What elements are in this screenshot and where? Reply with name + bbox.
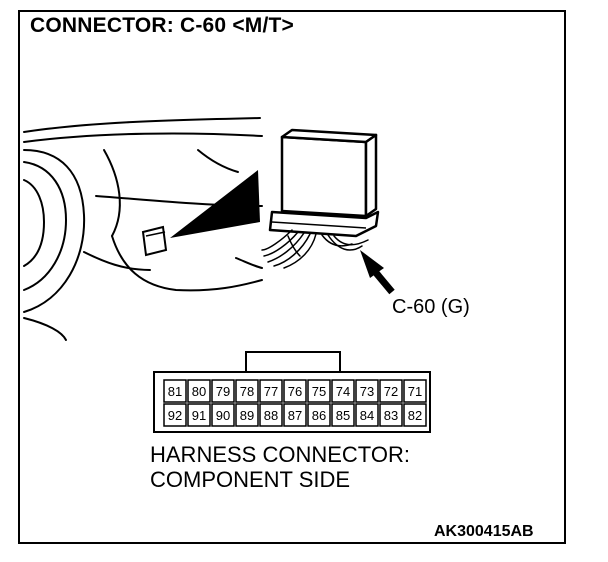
pin-number: 75 xyxy=(312,384,326,399)
pin-number: 87 xyxy=(288,408,302,423)
figure-code: AK300415AB xyxy=(434,523,534,540)
diagram-frame xyxy=(18,10,566,544)
pin-number: 91 xyxy=(192,408,206,423)
pin-number: 88 xyxy=(264,408,278,423)
pin-cavity xyxy=(211,379,235,403)
pin-cavity xyxy=(163,403,187,427)
pin-cavity xyxy=(307,403,331,427)
callout-arrow xyxy=(360,250,384,278)
pin-cavity xyxy=(379,379,403,403)
pin-cavity xyxy=(283,379,307,403)
zoom-wedge xyxy=(170,170,260,238)
pin-cavity xyxy=(211,403,235,427)
pin-cavity xyxy=(331,379,355,403)
pin-number: 78 xyxy=(240,384,254,399)
pin-number: 73 xyxy=(360,384,374,399)
pin-number: 85 xyxy=(336,408,350,423)
harness-connector-face: 81 80 79 78 77 76 75 74 73 72 71 92 91 90 89 88 87 86 85 84… xyxy=(153,351,431,433)
pin-number: 84 xyxy=(360,408,374,423)
pin-number: 81 xyxy=(168,384,182,399)
pin-cavity xyxy=(403,403,427,427)
connector-callout-label: C-60 (G) xyxy=(392,296,470,318)
pin-cavity xyxy=(379,403,403,427)
pin-number: 92 xyxy=(168,408,182,423)
pin-number: 89 xyxy=(240,408,254,423)
wire-harness xyxy=(261,229,369,269)
pin-cavity xyxy=(259,403,283,427)
pin-number: 77 xyxy=(264,384,278,399)
pin-cavity xyxy=(235,379,259,403)
dash-connector xyxy=(141,225,168,257)
pin-cavity xyxy=(187,403,211,427)
pin-number: 90 xyxy=(216,408,230,423)
pin-number: 80 xyxy=(192,384,206,399)
pin-number: 74 xyxy=(336,384,350,399)
pin-number: 83 xyxy=(384,408,398,423)
pin-cavity xyxy=(235,403,259,427)
connector-caption: HARNESS CONNECTOR: COMPONENT SIDE xyxy=(150,442,410,492)
dashboard-drawing xyxy=(23,117,263,341)
pin-number: 82 xyxy=(408,408,422,423)
pin-cavity xyxy=(355,403,379,427)
pin-cavity xyxy=(187,379,211,403)
pin-cavity xyxy=(307,379,331,403)
pin-cavity xyxy=(163,379,187,403)
diagram-title: CONNECTOR: C-60 <M/T> xyxy=(30,14,295,37)
pin-cavity xyxy=(283,403,307,427)
caption-line-1: HARNESS CONNECTOR: xyxy=(150,442,410,467)
pin-number: 72 xyxy=(384,384,398,399)
ecu-module xyxy=(268,128,380,238)
pin-number: 79 xyxy=(216,384,230,399)
pin-number: 71 xyxy=(408,384,422,399)
pin-cavity xyxy=(355,379,379,403)
pin-number: 76 xyxy=(288,384,302,399)
pin-number: 86 xyxy=(312,408,326,423)
caption-line-2: COMPONENT SIDE xyxy=(150,467,351,492)
pin-cavity xyxy=(331,403,355,427)
pin-cavity xyxy=(259,379,283,403)
pin-cavity xyxy=(403,379,427,403)
